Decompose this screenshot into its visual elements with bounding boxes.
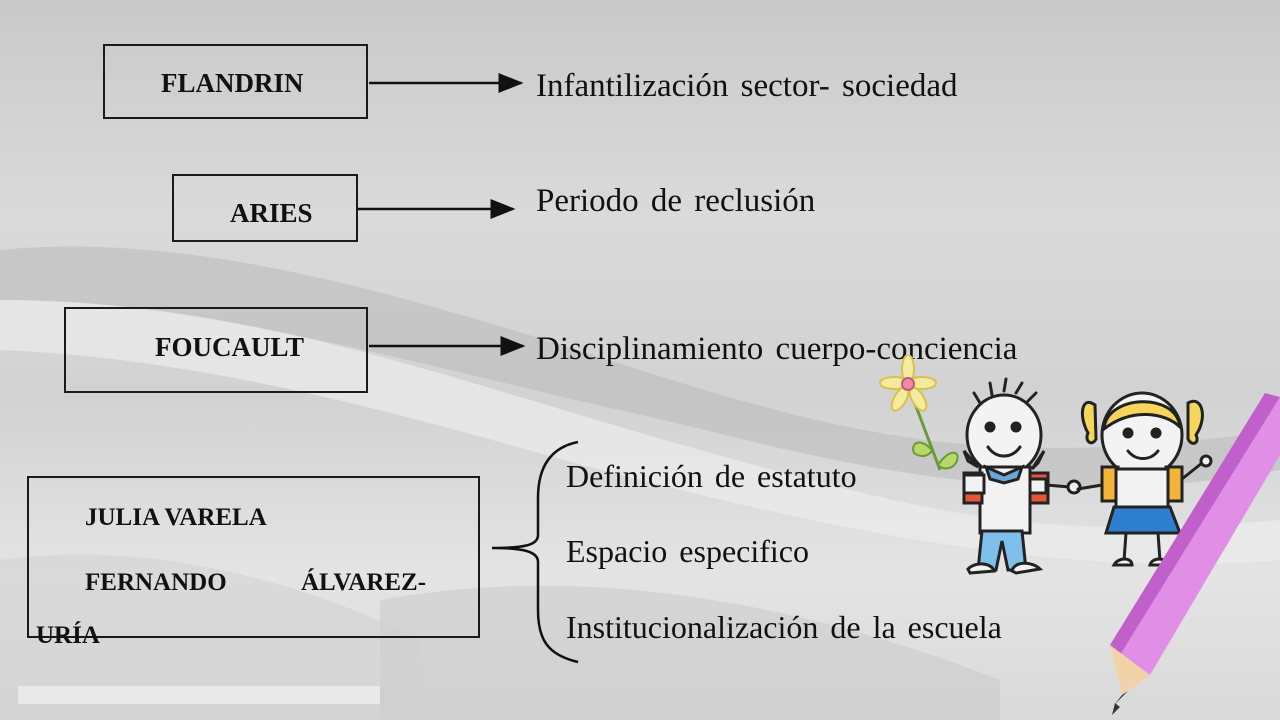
author-label-alvarez: ÁLVAREZ-	[301, 569, 427, 596]
children-illustration	[879, 355, 1280, 715]
author-box-varela-alvarez: JULIA VARELA FERNANDO ÁLVAREZ-	[27, 476, 480, 638]
author-box-aries: ARIES	[172, 174, 358, 242]
item-institucionalizacion: Institucionalización de la escuela	[566, 609, 1002, 645]
author-box-foucault: FOUCAULT	[64, 307, 368, 393]
pencil-icon	[1110, 393, 1280, 715]
footer-strip	[18, 686, 380, 704]
item-espacio: Espacio especifico	[566, 533, 809, 569]
author-label-fernando: FERNANDO	[85, 569, 227, 596]
concept-periodo: Periodo de reclusión	[536, 183, 816, 219]
flower-icon	[879, 355, 959, 471]
author-label-aries: ARIES	[230, 198, 313, 228]
author-label-flandrin: FLANDRIN	[161, 68, 304, 98]
author-box-flandrin: FLANDRIN	[103, 44, 368, 119]
concept-infantilizacion: Infantilización sector- sociedad	[536, 68, 958, 104]
author-label-varela: JULIA VARELA	[85, 504, 267, 531]
item-definicion: Definición de estatuto	[566, 458, 857, 494]
author-label-foucault: FOUCAULT	[155, 332, 305, 362]
girl-icon	[1076, 391, 1213, 567]
brace	[491, 440, 579, 664]
concept-disciplinamiento: Disciplinamiento cuerpo-conciencia	[536, 331, 1018, 367]
author-label-uria: URÍA	[36, 622, 100, 649]
boy-icon	[962, 377, 1082, 575]
